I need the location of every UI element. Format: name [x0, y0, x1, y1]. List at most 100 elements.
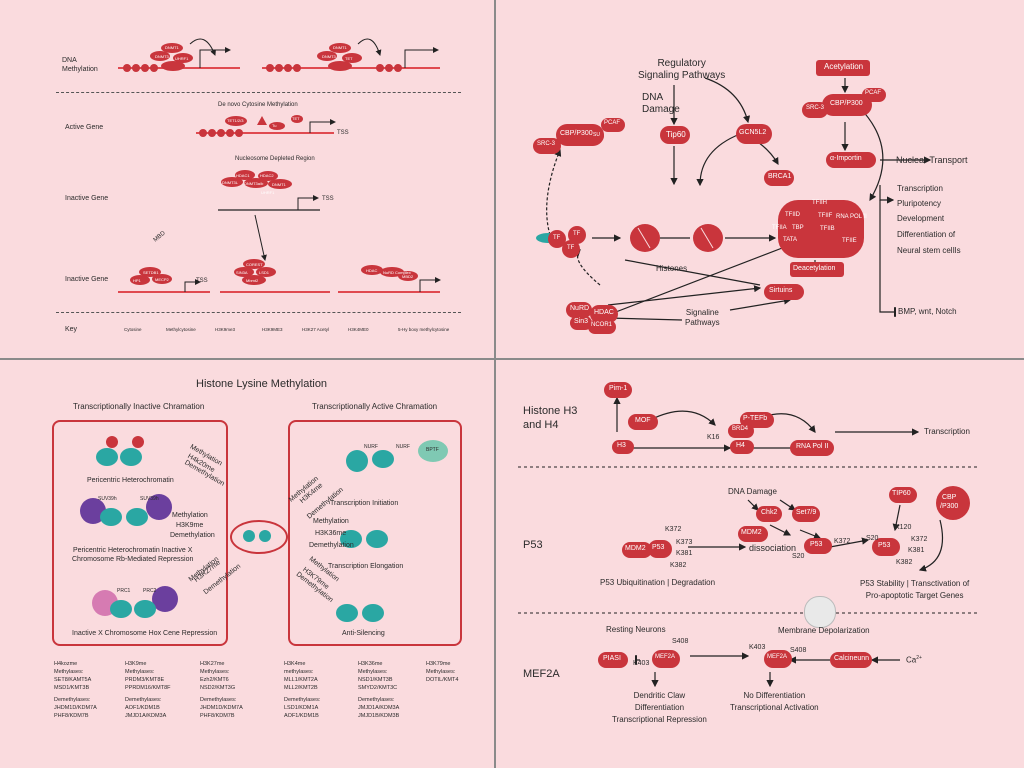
table-cell: Demethylases: LSD1/KDM1A AOF1/KDM1B	[284, 697, 321, 719]
tss-label-1: TSS	[337, 130, 349, 136]
outcome-item: Pluripotency	[897, 199, 942, 208]
src3-label-left: SRC-3	[537, 141, 556, 147]
central-nucleosome	[230, 520, 288, 554]
rnapol-node	[790, 440, 834, 456]
protein-label: TET	[292, 116, 300, 121]
cbp-label-left: CBP/P300	[560, 130, 593, 137]
mef2a-outcome-left: Dendritic Claw Differentiation Transcrip…	[612, 691, 707, 724]
gcn5l2-node	[736, 124, 772, 144]
src3-label-right: SRC-3	[806, 105, 825, 111]
row-label-active-gene: Active Gene	[65, 124, 104, 131]
protein-label: DNMT3a/b	[244, 181, 264, 186]
mdm2-label-mid: MDM2	[741, 529, 762, 536]
ptefb-label: P-TEFb	[743, 415, 768, 422]
key-item: Methylcytosine	[166, 327, 196, 332]
brd4-label: BRD4	[732, 426, 749, 432]
pcaf-label-left: PCAF	[604, 120, 621, 126]
protein-label: COREST	[246, 262, 263, 267]
lysine-label: K373	[676, 539, 693, 546]
protein-label: HDAC	[366, 268, 378, 273]
gtf-label: TFIIB	[820, 226, 835, 232]
cbp-p300-node-left	[556, 124, 604, 146]
table-cell: H3K36me Methylases: NSD1/KMT3B SMYD2/KMT…	[358, 661, 398, 691]
resting-label: Resting Neurons	[606, 625, 666, 634]
p53-stab-label: P53 Stability | Transctivation of Pro-ap…	[860, 579, 970, 600]
row-label-dna-methylation: DNA Methylation	[62, 57, 98, 73]
p53-node-left	[648, 540, 672, 558]
inactive-title: Transcriptionally Inactive Chramation	[73, 402, 205, 411]
k16-label: K16	[707, 434, 720, 441]
acetylation-label: Acetylation	[824, 62, 864, 71]
protein-label: DNMT3L	[222, 180, 239, 185]
tl-dna-row-4	[118, 259, 441, 293]
lysine-label: K372	[665, 526, 682, 533]
set79-label: Set7/9	[796, 509, 817, 516]
s20-right: S20	[866, 535, 879, 542]
p53-label-mid: P53	[810, 541, 823, 548]
sirtuins-label: Sirtuins	[769, 287, 793, 294]
chk2-label: Chk2	[761, 509, 778, 516]
lysine-label: K382	[670, 562, 687, 569]
protein-label: NuRD Complex	[383, 270, 411, 275]
importin-label: α-Importin	[830, 155, 862, 162]
membrane-label: Membrane Depolarization	[778, 626, 870, 635]
table-cell: Demethylases: JHDM1D/KDM7A PHF8/KDM7B	[54, 697, 97, 719]
tl-dna-row-2	[196, 115, 336, 137]
pcaf-node-right	[862, 88, 886, 102]
src3-node-left	[533, 138, 561, 154]
hdac-node	[590, 305, 618, 323]
mdm2-node-mid	[738, 526, 768, 542]
table-cell: Demethylases: AOF1/KDM1B JMJD1A/KDM3A	[125, 697, 167, 719]
row-separator-2	[56, 312, 461, 313]
outcome-item: Differentiation of	[897, 230, 956, 239]
tip60-label-br: TIP60	[892, 490, 911, 497]
p53-node-mid	[804, 538, 832, 554]
calcineurin-label: Calcineunn	[834, 655, 870, 662]
protein-label: DNMT1	[272, 182, 286, 187]
inactive-label-3: Inactive X Chromosome Hox Cene Repressio…	[72, 630, 218, 637]
pcaf-label-right: PCAF	[865, 90, 882, 96]
src3-node-right	[802, 102, 828, 118]
protein-label: SIN3A	[236, 270, 248, 275]
rnapol-label: RNA Pol II	[796, 443, 829, 450]
bmp-label: BMP, wnt, Notch	[898, 307, 957, 316]
mef2a-label-left: MEF2A	[655, 654, 676, 660]
gtf-label: TATA	[783, 237, 797, 243]
tip60-node	[660, 126, 690, 144]
arrow-label: Methylation	[172, 512, 208, 519]
s20-mid: S20	[792, 553, 805, 560]
mof-node	[628, 414, 658, 430]
brca1-label: BRCA1	[768, 173, 792, 180]
protein-label: Tu	[272, 123, 277, 128]
table-cell: H4kozme Methylases: SET8/KAMT5A MSD1/KMT…	[54, 661, 92, 691]
protein-label: HDAC2	[260, 173, 274, 178]
sin3-label: Sin3	[574, 318, 589, 325]
arrow-label: Methylation	[313, 518, 349, 525]
protein-label: TET1/2/3	[227, 118, 244, 123]
gtf-label: TFIIE	[842, 238, 857, 244]
protein-label: SETDB1	[143, 270, 159, 275]
protein-label: SUV39h	[140, 496, 159, 502]
inactive-label-2: Pericentric Heterochromatin Inactive X C…	[72, 547, 194, 563]
protein-label: UHRF1	[261, 190, 275, 195]
gtf-label: RNA POL II	[836, 214, 867, 220]
inactive-box	[52, 420, 228, 646]
dna-damage-label: DNA Damage	[642, 92, 680, 115]
p53-node-right	[872, 538, 900, 556]
protein-label: HP1	[133, 278, 141, 283]
active-title: Transcriptionally Active Chramation	[312, 402, 438, 411]
outcome-item: Development	[897, 214, 945, 223]
key-item: H3K9me3	[215, 327, 236, 332]
key-item: H3K27 Acetyl	[302, 327, 330, 332]
tf-label: TF	[573, 231, 581, 237]
tip60-node-br	[889, 487, 917, 503]
table-cell: H3K27me Methylases: Ezh2/KMT6 NSD2/KMT3G	[200, 661, 236, 691]
vertical-divider	[494, 0, 496, 768]
gtf-label: TFIID	[785, 212, 800, 218]
row-label-inactive-gene-2: Inactive Gene	[65, 276, 109, 283]
k403-right: K403	[749, 644, 766, 651]
key-item: 5-Hy boxy methylcytosine	[398, 327, 450, 332]
protein-label: DNMT3	[155, 54, 169, 59]
ncor-node	[588, 320, 616, 334]
